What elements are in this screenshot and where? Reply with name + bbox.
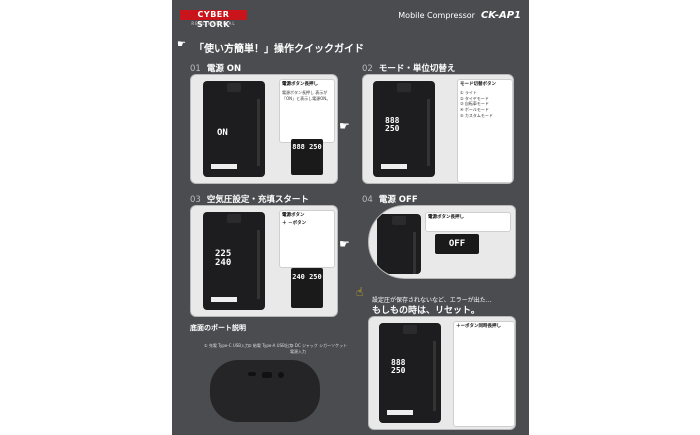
device-display: 888 250 — [391, 358, 406, 375]
compressor-device: 888 250 — [379, 323, 441, 423]
step-1-panel: ON 電源ボタン長押し 電源ボタン長押し 表示が「ON」と表示し電源ON。 88… — [190, 74, 338, 184]
brand-subtitle: REAL MATERIAL — [191, 21, 236, 26]
step-3-note: 電源ボタン ＋ －ボタン — [279, 210, 335, 268]
reset-note: ＋ーボタン同時長押し — [453, 321, 515, 427]
port-label-usb-c: ① 充電 Type-C USB入力 — [204, 343, 250, 348]
usb-c-port — [248, 372, 256, 376]
step-2-note: モード切替ボタン ① ライト ② タイヤモード ③ 自転車モード ④ ボールモー… — [457, 79, 513, 183]
reset-message: 設定圧が保存されないなど、エラーが出た… もしもの時は、リセット。 — [372, 296, 492, 319]
reset-line-2: もしもの時は、リセット。 — [372, 306, 480, 316]
product-title: Mobile Compressor CK-AP1 — [398, 10, 521, 21]
compressor-device: ON — [203, 81, 265, 177]
compressor-device — [377, 214, 421, 274]
dc-jack — [278, 372, 284, 378]
step-1-note: 電源ボタン長押し 電源ボタン長押し 表示が「ON」と表示し電源ON。 — [279, 79, 335, 143]
product-name: Mobile Compressor — [398, 11, 475, 20]
ports-title: 底面のポート説明 — [190, 324, 246, 332]
device-bottom-view — [210, 360, 320, 422]
step-3-mini-display: 240 250 — [291, 268, 323, 308]
usb-a-port — [262, 372, 272, 378]
header: CYBER STORK REAL MATERIAL Mobile Compres… — [172, 0, 529, 29]
model-number: CK-AP1 — [480, 10, 521, 21]
device-display: 225 240 — [215, 249, 232, 268]
arrow-right-icon: ☛ — [339, 119, 350, 133]
step-3-panel: 225 240 電源ボタン ＋ －ボタン 240 250 — [190, 205, 338, 317]
reset-line-1: 設定圧が保存されないなど、エラーが出た… — [372, 297, 492, 304]
quick-guide-sheet: CYBER STORK REAL MATERIAL Mobile Compres… — [172, 0, 529, 435]
step-1-mini-display: 888 250 — [291, 139, 323, 175]
pointing-hand-icon: ☛ — [177, 39, 186, 50]
device-display: 888 250 — [385, 116, 400, 133]
step-4-panel: 電源ボタン長押し OFF — [368, 205, 516, 279]
device-display: ON — [217, 128, 228, 138]
port-label-dc: ③ DC ジャック シガーソケット電源入力 — [290, 343, 348, 354]
arrow-right-icon: ☛ — [339, 237, 350, 251]
guide-title: 「使い方簡単！」操作クイックガイド — [194, 44, 364, 55]
compressor-device: 225 240 — [203, 212, 265, 310]
finger-tap-icon: ☝ — [356, 285, 364, 299]
step-4-display: OFF — [435, 234, 479, 254]
brand-logo: CYBER STORK — [180, 10, 247, 29]
port-label-usb-a: ② 給電 Type-A USB出力 — [248, 343, 293, 348]
step-4-note: 電源ボタン長押し — [425, 212, 511, 232]
compressor-device: 888 250 — [373, 81, 435, 177]
step-2-panel: 888 250 モード切替ボタン ① ライト ② タイヤモード ③ 自転車モード… — [362, 74, 514, 184]
reset-panel: 888 250 ＋ーボタン同時長押し — [368, 316, 516, 430]
